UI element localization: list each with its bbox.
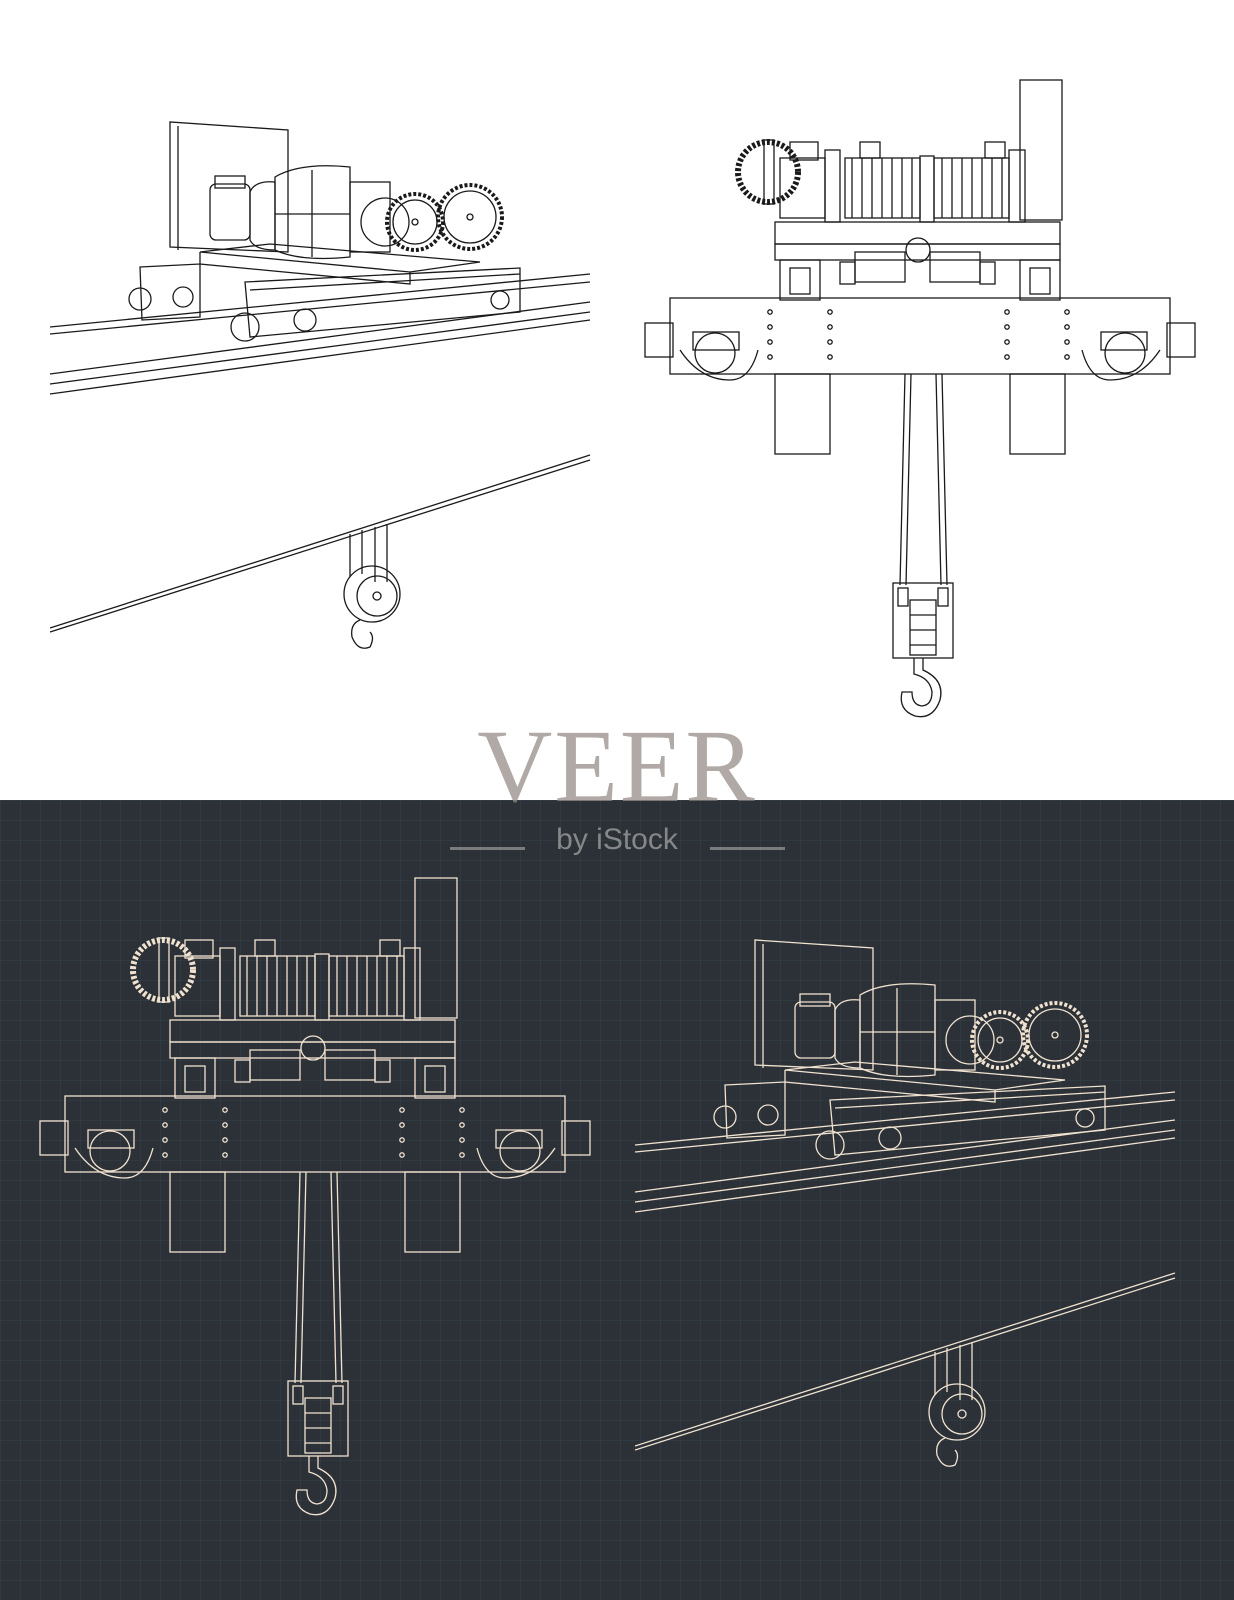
- crane-trolley-perspective-view: [48, 120, 592, 651]
- blueprint-drawings: #bottom .drum { fill:#e9d3bd; } #bottom …: [0, 800, 1234, 1600]
- crane-trolley-front-view: [645, 80, 1195, 717]
- white-technical-drawings: #top .drum { fill:#1a1a1a; } #top .bolts…: [48, 77, 1198, 720]
